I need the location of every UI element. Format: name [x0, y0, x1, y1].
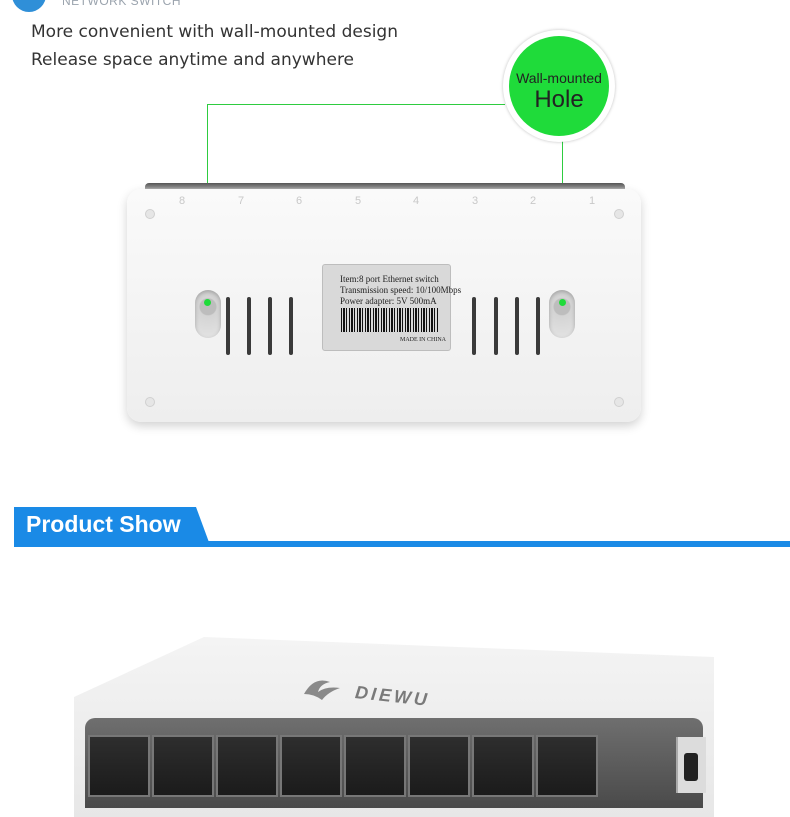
section-title: Product Show — [26, 511, 181, 537]
vent-slot — [494, 297, 498, 355]
callout-line-2: Hole — [534, 86, 584, 113]
device-top-edge — [145, 183, 625, 191]
port-number: 2 — [530, 195, 537, 207]
port-number: 4 — [413, 195, 420, 207]
product-label: Item:8 port Ethernet switch Transmission… — [322, 264, 461, 351]
label-origin: MADE IN CHINA — [400, 337, 446, 343]
vent-slot — [536, 297, 540, 355]
ethernet-port — [472, 735, 534, 797]
vent-slot — [515, 297, 519, 355]
callout-connector-top — [207, 104, 505, 105]
ethernet-port — [408, 735, 470, 797]
brand-subtitle: NETWORK SWITCH — [62, 0, 181, 8]
ethernet-port — [216, 735, 278, 797]
label-speed: Transmission speed: 10/100Mbps — [340, 285, 462, 295]
ethernet-port — [536, 735, 598, 797]
vent-slot — [268, 297, 272, 355]
power-jack-icon — [684, 753, 698, 781]
brand-logo-icon — [304, 680, 340, 700]
wall-mount-hole-left — [195, 290, 221, 338]
screw-icon — [145, 209, 155, 219]
vent-slot — [472, 297, 476, 355]
label-item: Item:8 port Ethernet switch — [340, 274, 439, 284]
wall-mounted-hole-callout: Wall-mounted Hole — [509, 36, 609, 136]
vent-slot — [289, 297, 293, 355]
vent-slot — [226, 297, 230, 355]
ethernet-port — [280, 735, 342, 797]
hole-marker-left — [204, 299, 211, 306]
port-number: 7 — [238, 195, 245, 207]
callout-line-1: Wall-mounted — [516, 70, 602, 86]
screw-icon — [614, 397, 624, 407]
port-number: 3 — [472, 195, 479, 207]
screw-icon — [614, 209, 624, 219]
brand-badge — [12, 0, 46, 12]
barcode-icon — [341, 308, 438, 332]
screw-icon — [145, 397, 155, 407]
section-divider — [14, 541, 790, 547]
wall-mount-hole-right — [549, 290, 575, 338]
section-tab — [14, 507, 210, 545]
port-number: 5 — [355, 195, 362, 207]
port-number: 8 — [179, 195, 186, 207]
ethernet-port — [88, 735, 150, 797]
vent-slot — [247, 297, 251, 355]
tagline-1: More convenient with wall-mounted design — [31, 22, 398, 42]
tagline-2: Release space anytime and anywhere — [31, 50, 355, 70]
ethernet-port — [344, 735, 406, 797]
port-number: 1 — [589, 195, 596, 207]
ethernet-port — [152, 735, 214, 797]
label-power: Power adapter: 5V 500mA — [340, 296, 437, 306]
hole-marker-right — [559, 299, 566, 306]
port-number: 6 — [296, 195, 303, 207]
